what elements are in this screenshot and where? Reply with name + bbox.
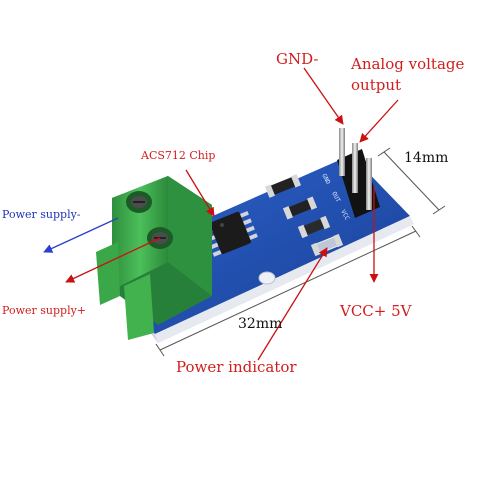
gnd-arrow xyxy=(303,67,344,125)
smd-components xyxy=(264,174,344,257)
supply-plus-label: Power supply+ xyxy=(2,304,87,317)
silk-gnd: GND xyxy=(320,173,331,186)
width-dim-label: 14mm xyxy=(404,150,449,166)
silk-vcc: VCC xyxy=(339,209,350,222)
chip-label: ACS712 Chip xyxy=(141,149,216,162)
silk-out: OUT xyxy=(330,191,341,204)
screw-terminal xyxy=(96,176,212,340)
width-dim-line xyxy=(383,151,440,211)
pin-out xyxy=(352,143,358,193)
supply-minus-arrow xyxy=(43,217,119,253)
chip-arrow xyxy=(185,169,215,217)
callout-arrows xyxy=(43,67,399,361)
acs712-chip xyxy=(203,210,258,257)
analog-arrow xyxy=(359,99,399,143)
indicator-arrow xyxy=(257,247,328,361)
pin-vcc xyxy=(366,158,372,210)
indicator-label: Power indicator xyxy=(176,358,297,376)
vcc-label: VCC+ 5V xyxy=(340,302,412,320)
pin-gnd xyxy=(339,128,345,176)
length-dim-label: 32mm xyxy=(238,316,283,332)
dimension-lines xyxy=(155,147,446,357)
gnd-label: GND- xyxy=(276,50,319,68)
pin-silkscreen: GND OUT VCC xyxy=(320,173,350,222)
analog-label-line2: output xyxy=(351,76,402,94)
analog-label: Analog voltage xyxy=(351,55,465,73)
length-dim-line xyxy=(159,230,417,351)
header-pins xyxy=(337,128,380,218)
supply-minus-label: Power supply- xyxy=(2,208,81,221)
supply-plus-arrow xyxy=(65,237,161,283)
